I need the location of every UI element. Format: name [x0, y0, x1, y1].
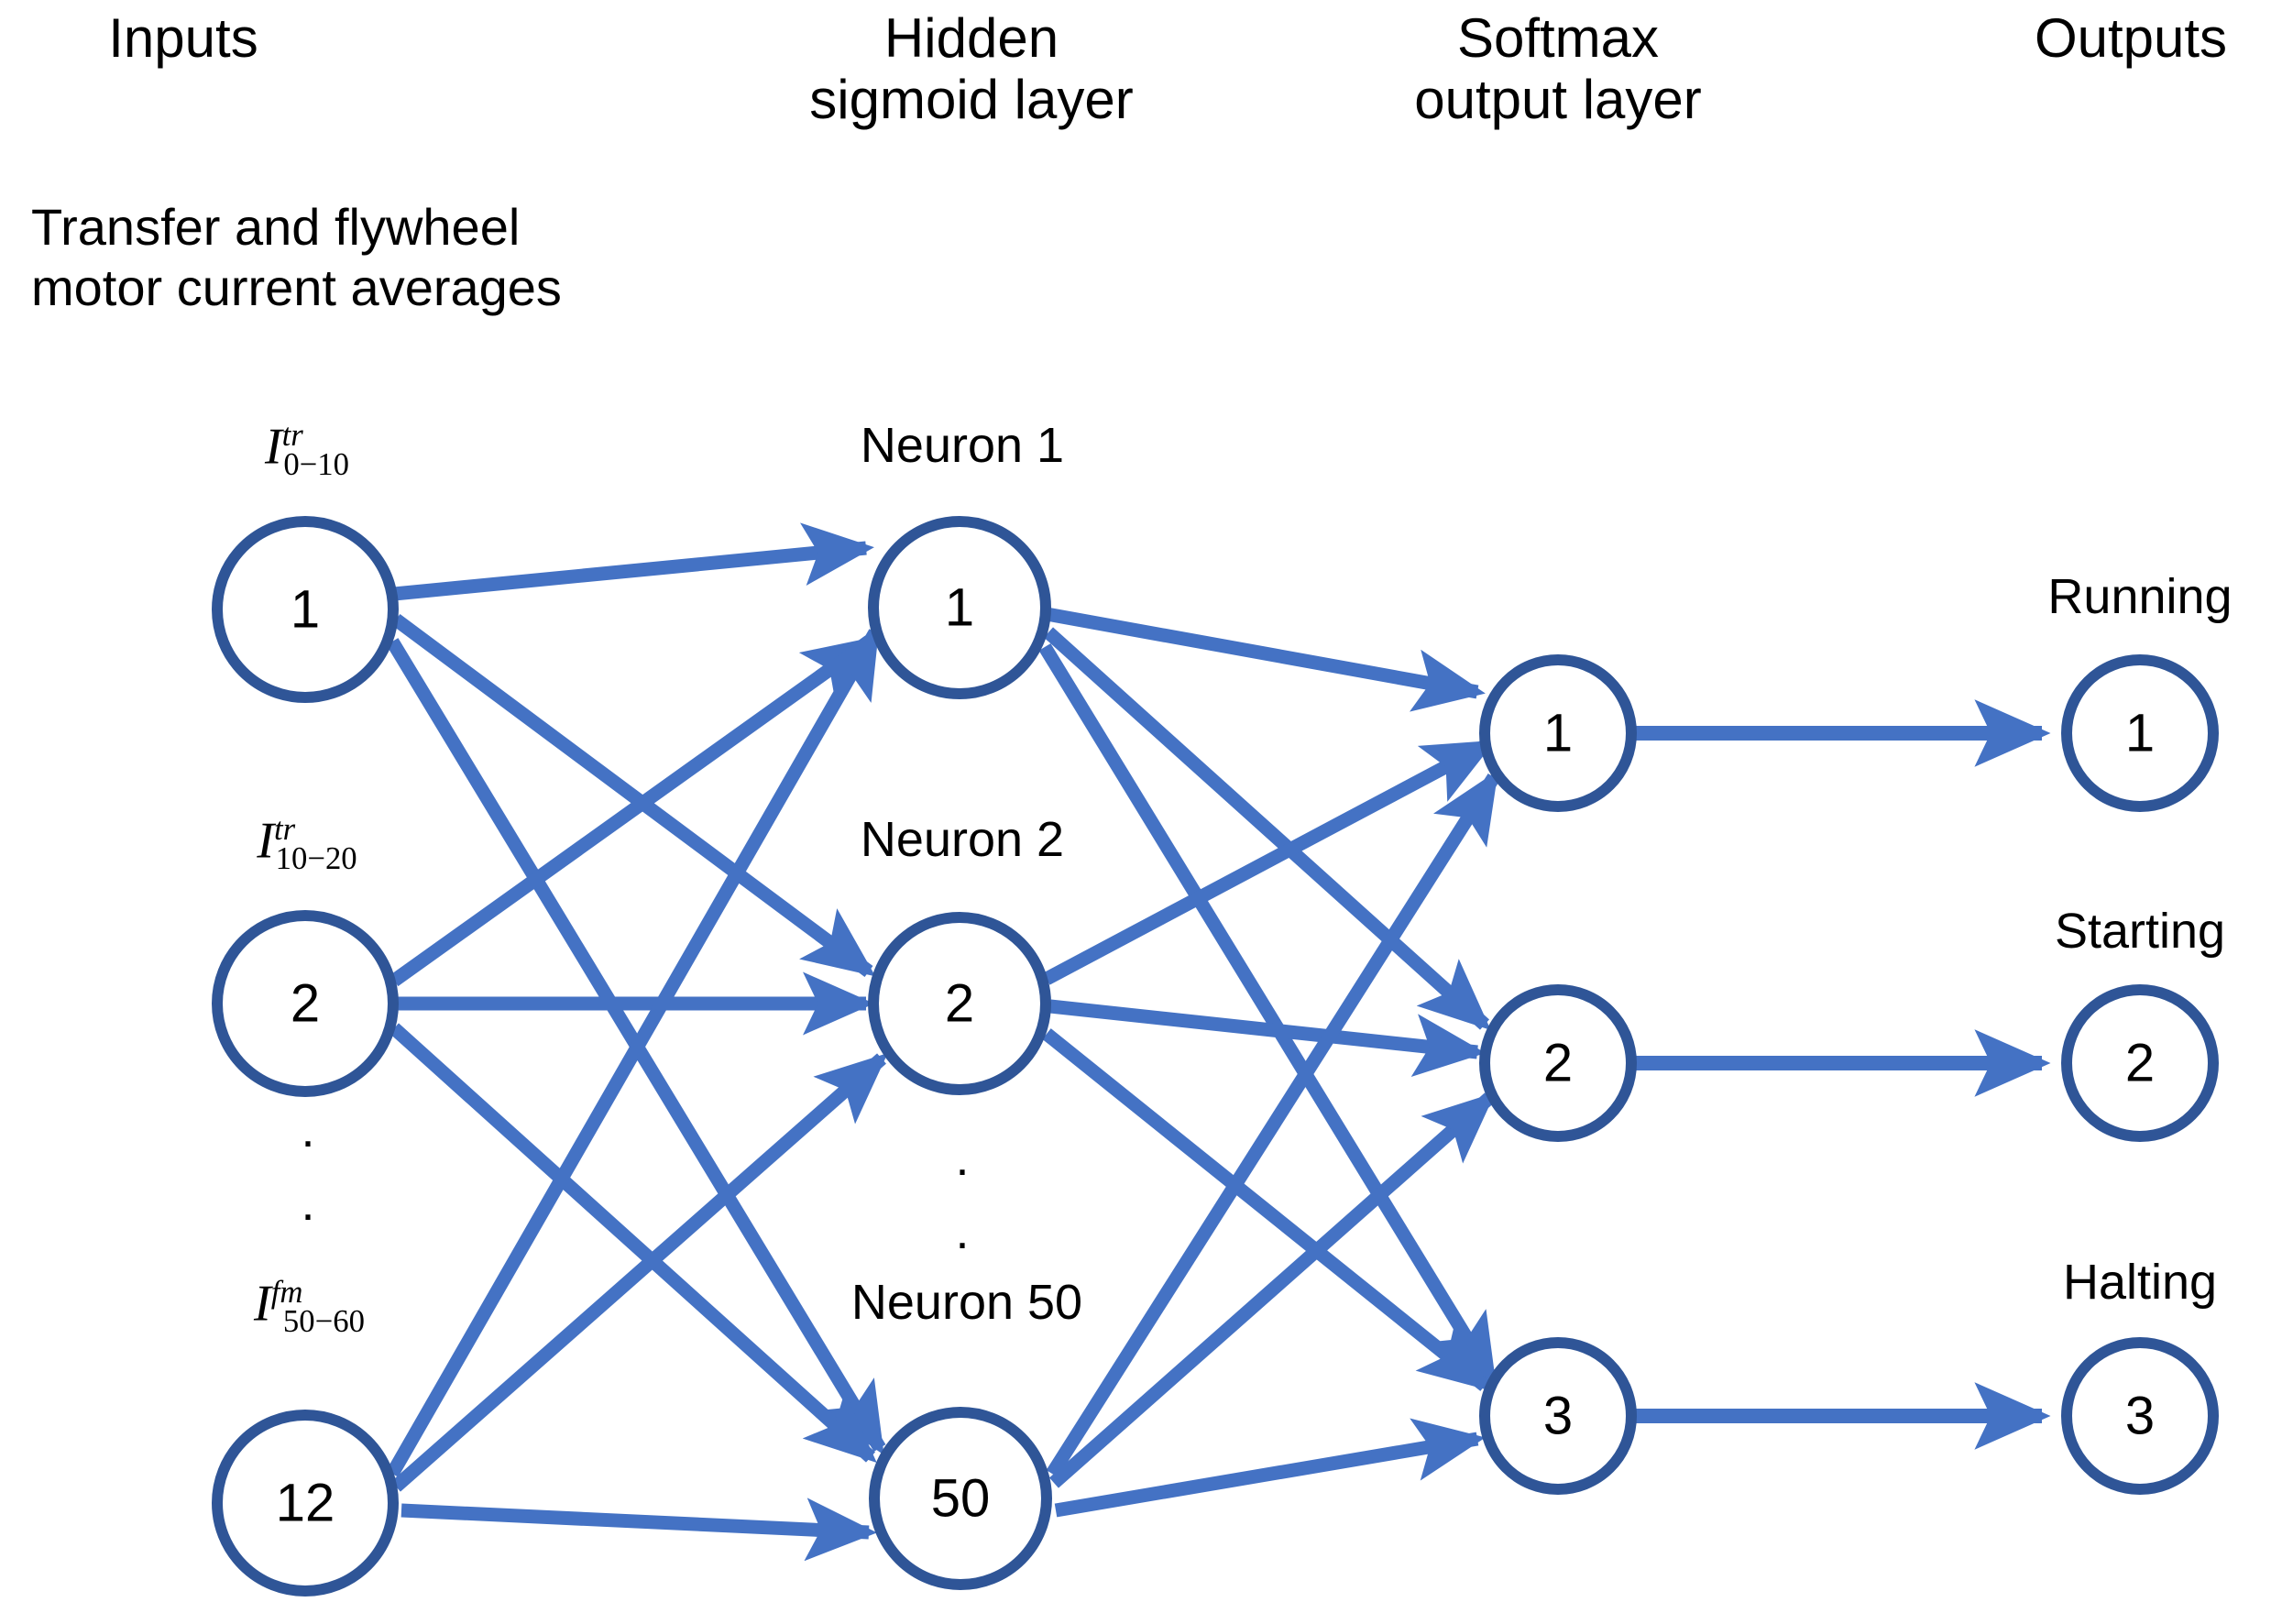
softmax-node-circle-2 [1479, 984, 1637, 1142]
edges-input-to-hidden [386, 522, 888, 1562]
input-caption: Transfer and flywheel motor current aver… [31, 198, 562, 317]
input-label-2-base: I [257, 812, 274, 870]
hidden-node-circle-1 [868, 516, 1051, 699]
column-header-inputs: Inputs [108, 7, 258, 69]
output-label-2: Starting [2054, 904, 2226, 959]
output-node-circle-3 [2061, 1337, 2219, 1495]
output-label-1: Running [2047, 569, 2233, 624]
input-node-value-3: 12 [275, 1473, 335, 1533]
input-label-3-sub: 50−60 [282, 1302, 365, 1339]
hidden-label-3: Neuron 50 [850, 1275, 1083, 1330]
hidden-label-1: Neuron 1 [860, 418, 1065, 473]
input-label-3-base: I [254, 1275, 271, 1333]
column-header-softmax: Softmax output layer [1414, 7, 1702, 131]
column-header-hidden: Hidden sigmoid layer [809, 7, 1134, 131]
input-ellipsis-dot-2: . [301, 1176, 315, 1231]
output-node-value-2: 2 [2124, 1033, 2156, 1093]
input-node-circle-3 [212, 1410, 399, 1597]
input-node-circle-1 [212, 516, 399, 703]
input-label-1-sup: tr [281, 417, 303, 453]
input-node-value-2: 2 [290, 973, 321, 1034]
hidden-node-value-2: 2 [944, 973, 975, 1034]
hidden-ellipsis-dot-2: . [955, 1204, 970, 1259]
output-node-circle-1 [2061, 654, 2219, 812]
softmax-node-value-3: 3 [1542, 1386, 1574, 1446]
input-label-3: Ifm50−60 [165, 1274, 454, 1340]
output-label-3: Halting [2062, 1255, 2218, 1310]
hidden-node-value-1: 1 [944, 577, 975, 638]
input-label-2-sup: tr [273, 811, 296, 847]
input-label-3-sup: fm [270, 1274, 303, 1310]
input-node-value-1: 1 [290, 579, 321, 640]
hidden-label-2: Neuron 2 [860, 812, 1065, 867]
softmax-node-value-1: 1 [1542, 703, 1574, 763]
hidden-node-circle-3 [869, 1407, 1052, 1590]
input-label-1-sub: 0−10 [283, 445, 349, 482]
output-node-value-3: 3 [2124, 1386, 2156, 1446]
output-node-circle-2 [2061, 984, 2219, 1142]
output-node-value-1: 1 [2124, 703, 2156, 763]
input-label-1-base: I [265, 418, 282, 476]
edges-softmax-to-output [1633, 699, 2051, 1450]
input-ellipsis-dot-1: . [301, 1103, 315, 1158]
softmax-node-circle-3 [1479, 1337, 1637, 1495]
hidden-ellipsis-dot-1: . [955, 1131, 970, 1186]
softmax-node-value-2: 2 [1542, 1033, 1574, 1093]
input-label-1: Itr0−10 [174, 417, 440, 483]
input-label-2-sub: 10−20 [275, 839, 357, 876]
input-label-2: Itr10−20 [165, 811, 449, 877]
hidden-node-circle-2 [868, 912, 1051, 1095]
column-header-outputs: Outputs [2034, 7, 2228, 69]
node-circles [212, 516, 2219, 1597]
softmax-node-circle-1 [1479, 654, 1637, 812]
edges-hidden-to-softmax [1038, 607, 1500, 1518]
hidden-node-value-3: 50 [930, 1468, 991, 1529]
input-node-circle-2 [212, 910, 399, 1097]
